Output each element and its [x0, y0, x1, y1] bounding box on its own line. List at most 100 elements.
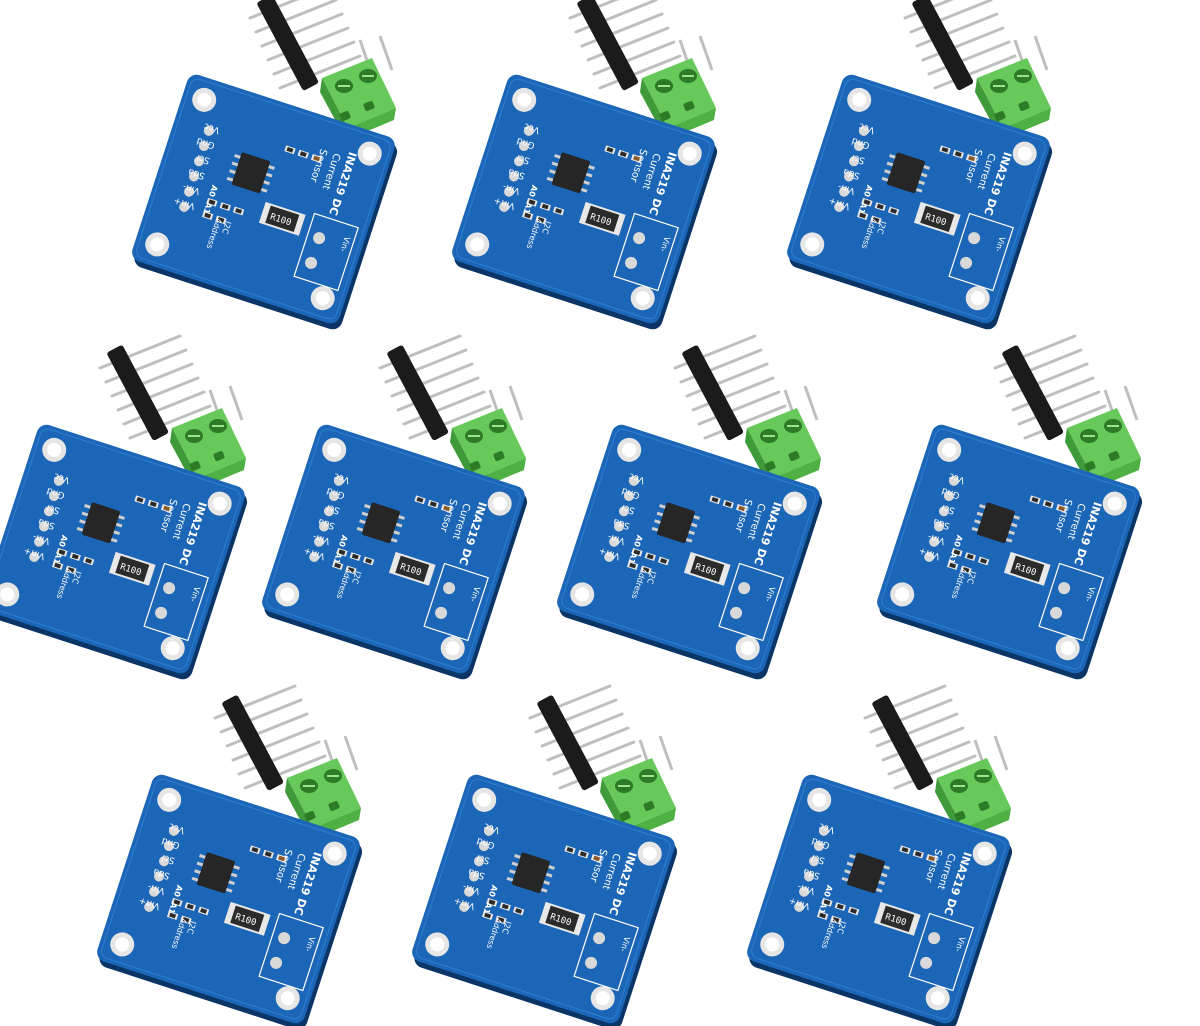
smd-components	[856, 145, 978, 225]
ina219-module-kit-1: Vcc Gnd Scl Sda Vin- Vin+ INA219 DC Curr…	[110, 0, 470, 330]
pin-label-scl: Scl	[811, 852, 827, 866]
header-pin	[586, 26, 670, 62]
pcb-board: Vcc Gnd Scl Sda Vin- Vin+ INA219 DC Curr…	[262, 424, 528, 680]
jumper-a1-label: A1	[51, 551, 63, 565]
header-pin	[921, 26, 1005, 62]
pin-label-sda: Sda	[37, 516, 56, 531]
pin-label-scl: Scl	[326, 502, 342, 516]
terminal-pads: Vin-	[1038, 562, 1104, 642]
ina219-module-kit-3: Vcc Gnd Scl Sda Vin- Vin+ INA219 DC Curr…	[765, 0, 1125, 330]
jumper-a1-label: A1	[481, 901, 493, 915]
header-pin	[598, 54, 682, 90]
jumper-a1-label: A1	[201, 201, 213, 215]
shunt-resistor: R100	[913, 201, 961, 236]
pin-label-vcc: Vcc	[53, 470, 71, 484]
header-pin	[396, 376, 480, 412]
i2c-label: I2C	[70, 570, 83, 586]
ina219-chip	[971, 502, 1020, 544]
header-pin	[1011, 376, 1095, 412]
jumper-a1-label: A1	[166, 901, 178, 915]
module-illustration: Vcc Gnd Scl Sda Vin- Vin+ INA219 DC Curr…	[747, 684, 1013, 1026]
module-illustration: Vcc Gnd Scl Sda Vin- Vin+ INA219 DC Curr…	[132, 0, 398, 330]
pcb-board: Vcc Gnd Scl Sda Vin- Vin+ INA219 DC Curr…	[452, 74, 718, 330]
header-pin	[927, 40, 1011, 76]
module-illustration: Vcc Gnd Scl Sda Vin- Vin+ INA219 DC Curr…	[787, 0, 1053, 330]
pin-pads	[604, 475, 639, 562]
shunt-resistor: R100	[223, 901, 271, 936]
pin-label-sda: Sda	[467, 866, 486, 881]
pcb-board: Vcc Gnd Scl Sda Vin- Vin+ INA219 DC Curr…	[132, 74, 398, 330]
terminal-pads: Vin-	[143, 562, 209, 642]
shunt-resistor: R100	[538, 901, 586, 936]
mounting-holes	[110, 787, 347, 1011]
ina219-chip	[506, 852, 555, 894]
pin-header	[248, 0, 362, 91]
ina219-module-kit-10: Vcc Gnd Scl Sda Vin- Vin+ INA219 DC Curr…	[725, 684, 1085, 1026]
screw-terminal	[1065, 385, 1141, 490]
header-plastic	[107, 345, 169, 441]
header-plastic	[872, 695, 934, 791]
pin-header	[378, 334, 492, 441]
pin-label-scl: Scl	[196, 152, 212, 166]
jumper-a0-label: A0	[337, 534, 349, 548]
ina219-module-kit-4: Vcc Gnd Scl Sda Vin- Vin+ INA219 DC Curr…	[0, 334, 320, 680]
smd-components	[51, 495, 173, 575]
jumper-a0-label: A0	[952, 534, 964, 548]
ina219-module-kit-7: Vcc Gnd Scl Sda Vin- Vin+ INA219 DC Curr…	[855, 334, 1200, 680]
pin-label-scl: Scl	[161, 852, 177, 866]
header-pin	[116, 376, 200, 412]
pin-header	[568, 0, 682, 91]
mounting-holes	[890, 437, 1127, 661]
pin-label-sda: Sda	[317, 516, 336, 531]
jumper-a0-label: A0	[822, 884, 834, 898]
pin-label-scl: Scl	[46, 502, 62, 516]
pcb-board: Vcc Gnd Scl Sda Vin- Vin+ INA219 DC Curr…	[877, 424, 1143, 680]
pin-label-sda: Sda	[802, 866, 821, 881]
pin-label-sda: Sda	[932, 516, 951, 531]
pin-header	[98, 334, 212, 441]
pin-label-vcc: Vcc	[483, 820, 501, 834]
header-pin	[697, 390, 781, 426]
module-illustration: Vcc Gnd Scl Sda Vin- Vin+ INA219 DC Curr…	[877, 334, 1143, 680]
pin-label-vcc: Vcc	[818, 820, 836, 834]
pin-header	[673, 334, 787, 441]
pin-label-sda: Sda	[842, 166, 861, 181]
i2c-label: I2C	[500, 920, 513, 936]
shunt-resistor: R100	[258, 201, 306, 236]
header-pin	[122, 390, 206, 426]
jumper-a0-label: A0	[527, 184, 539, 198]
mounting-holes	[275, 437, 512, 661]
module-illustration: Vcc Gnd Scl Sda Vin- Vin+ INA219 DC Curr…	[452, 0, 718, 330]
shunt-resistor: R100	[1003, 551, 1051, 586]
i2c-label: I2C	[835, 920, 848, 936]
pcb-board: Vcc Gnd Scl Sda Vin- Vin+ INA219 DC Curr…	[787, 74, 1053, 330]
pin-label-sda: Sda	[187, 166, 206, 181]
header-pin	[243, 754, 327, 790]
shunt-resistor: R100	[108, 551, 156, 586]
header-plastic	[537, 695, 599, 791]
header-pin	[887, 740, 971, 776]
mounting-holes	[425, 787, 662, 1011]
pin-pads	[499, 125, 534, 212]
ina219-chip	[881, 152, 930, 194]
header-pins	[98, 334, 212, 440]
pcb-board: Vcc Gnd Scl Sda Vin- Vin+ INA219 DC Curr…	[97, 774, 363, 1026]
header-pin	[231, 726, 315, 762]
header-pin	[881, 726, 965, 762]
pin-pads	[459, 825, 494, 912]
jumper-a1-label: A1	[331, 551, 343, 565]
ina219-chip	[841, 852, 890, 894]
header-pin	[580, 12, 664, 48]
header-pin	[225, 712, 309, 748]
header-pin	[272, 40, 356, 76]
header-pin	[875, 712, 959, 748]
ina219-chip	[191, 852, 240, 894]
pin-label-vcc: Vcc	[948, 470, 966, 484]
header-pin	[915, 12, 999, 48]
ina219-module-kit-5: Vcc Gnd Scl Sda Vin- Vin+ INA219 DC Curr…	[240, 334, 600, 680]
pin-pads	[924, 475, 959, 562]
jumper-a1-label: A1	[946, 551, 958, 565]
header-pin	[390, 362, 474, 398]
pin-pads	[794, 825, 829, 912]
header-pin	[266, 26, 350, 62]
